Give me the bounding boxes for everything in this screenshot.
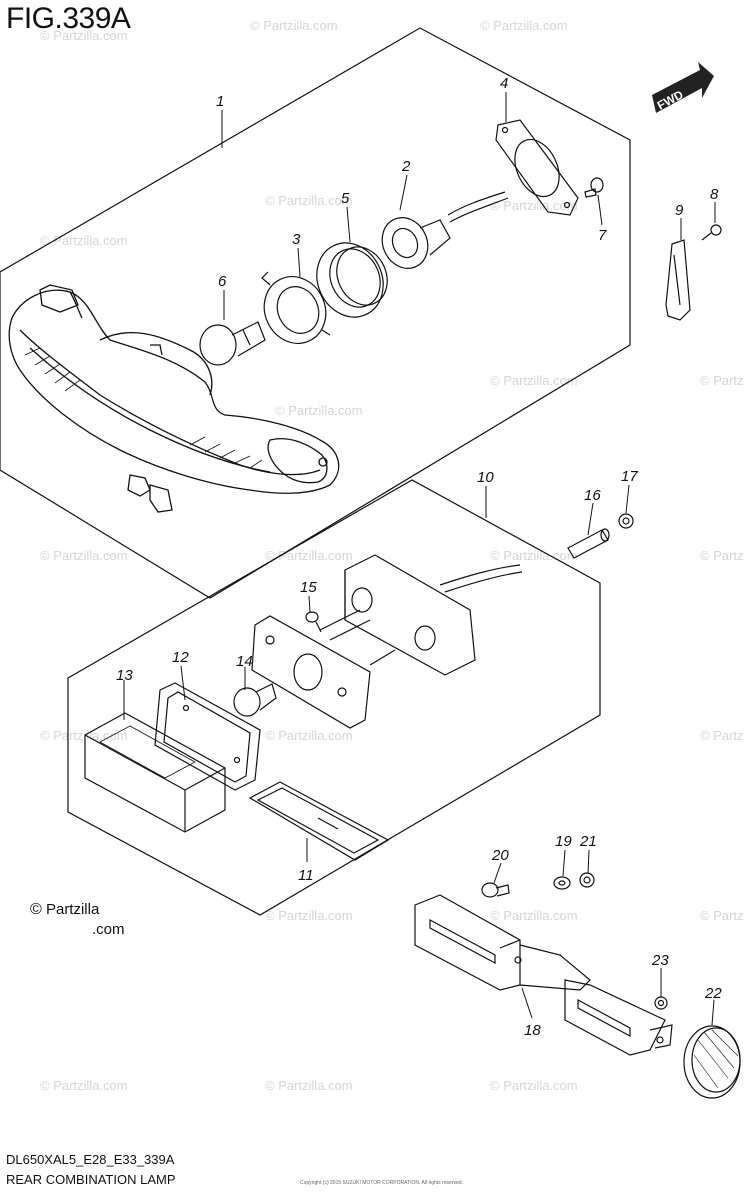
fine-print: Copyright (c) 2015 SUZUKI MOTOR CORPORAT… (300, 1180, 463, 1186)
watermark: © Partzilla.com (40, 548, 128, 563)
bulb-6 (199, 321, 266, 366)
watermark: © Partzilla.com (700, 373, 744, 388)
rear-lamp-body (8, 284, 340, 513)
watermark: © Partzilla.com (700, 908, 744, 923)
callout-18: 18 (524, 1022, 541, 1039)
callout-8: 8 (710, 186, 719, 203)
callout-19: 19 (555, 833, 572, 850)
watermark: © Partzilla.com (40, 1078, 128, 1093)
watermark: © Partzilla.com (40, 233, 128, 248)
callout-7: 7 (598, 227, 607, 244)
screw-7 (584, 177, 604, 198)
watermark: © Partzilla.com (490, 198, 578, 213)
watermark: © Partzilla.com (480, 18, 568, 33)
callout-numbers: 1 2 3 4 5 6 7 8 9 10 11 12 13 14 15 16 1… (116, 75, 722, 1039)
callout-2: 2 (401, 158, 411, 175)
assembly-frame-10 (67, 479, 601, 916)
callout-17: 17 (621, 468, 638, 485)
callout-14: 14 (236, 653, 253, 670)
watermark: © Partzilla.com (40, 728, 128, 743)
reflector-22 (683, 1025, 741, 1099)
callout-13: 13 (116, 667, 133, 684)
figure-code: DL650XAL5_E28_E33_339A (6, 1152, 175, 1167)
washer-19 (553, 876, 571, 890)
reflector-plate-11 (248, 781, 390, 861)
watermark: © Partzilla.com (40, 28, 128, 43)
screw-8 (701, 224, 722, 241)
bulb-14 (233, 683, 277, 717)
bracket-18 (414, 894, 673, 1056)
watermark: © Partzilla.com (490, 373, 578, 388)
gasket-12 (154, 682, 261, 791)
figure-name: REAR COMBINATION LAMP (6, 1172, 176, 1187)
watermark: © Partzilla.com (250, 18, 338, 33)
socket-2 (381, 191, 509, 269)
watermark: © Partzilla.com (265, 193, 353, 208)
callout-9: 9 (675, 202, 684, 219)
callout-4: 4 (500, 75, 508, 92)
gasket-plate-4 (495, 119, 579, 216)
nut-17 (618, 513, 634, 529)
watermark: © Partzilla.com (275, 403, 363, 418)
copyright-line1: Partzilla (45, 901, 100, 918)
nut-21 (579, 872, 595, 888)
callout-3: 3 (292, 231, 301, 248)
bolt-15 (305, 611, 322, 633)
nut-23 (654, 996, 668, 1010)
copyright-symbol: © (30, 901, 42, 918)
assembly-frame-1 (0, 27, 631, 599)
callout-1: 1 (216, 93, 224, 110)
watermark-layer: © Partzilla.com © Partzilla.com © Partzi… (40, 18, 744, 1093)
watermark: © Partzilla.com (490, 548, 578, 563)
bolt-20 (481, 882, 510, 898)
figure-title: FIG.339A (6, 2, 131, 35)
watermark: © Partzilla.com (265, 1078, 353, 1093)
watermark: © Partzilla.com (265, 548, 353, 563)
callout-21: 21 (579, 833, 597, 850)
socket-ring-3 (261, 271, 331, 344)
callout-6: 6 (218, 273, 227, 290)
copyright-line2: .com (92, 921, 125, 938)
watermark: © Partzilla.com (700, 548, 744, 563)
license-lamp-housing (344, 554, 523, 676)
callout-10: 10 (477, 469, 494, 486)
fwd-arrow-icon: FWD (652, 62, 714, 113)
spacer-16 (567, 528, 610, 559)
callout-5: 5 (341, 190, 350, 207)
callout-15: 15 (300, 579, 317, 596)
callout-12: 12 (172, 649, 189, 666)
gasket-5 (316, 242, 388, 318)
watermark: © Partzilla.com (265, 908, 353, 923)
watermark: © Partzilla.com (265, 728, 353, 743)
callout-11: 11 (298, 867, 314, 884)
lens-holder-plate (251, 609, 396, 729)
watermark: © Partzilla.com (490, 908, 578, 923)
watermark: © Partzilla.com (490, 1078, 578, 1093)
leader-lines (123, 92, 716, 1026)
callout-16: 16 (584, 487, 601, 504)
copyright-notice: © Partzilla .com (30, 900, 125, 940)
callout-22: 22 (704, 985, 722, 1002)
watermark: © Partzilla.com (700, 728, 744, 743)
lens-13 (84, 712, 226, 833)
callout-20: 20 (491, 847, 509, 864)
strap-9 (665, 239, 691, 321)
callout-23: 23 (651, 952, 669, 969)
